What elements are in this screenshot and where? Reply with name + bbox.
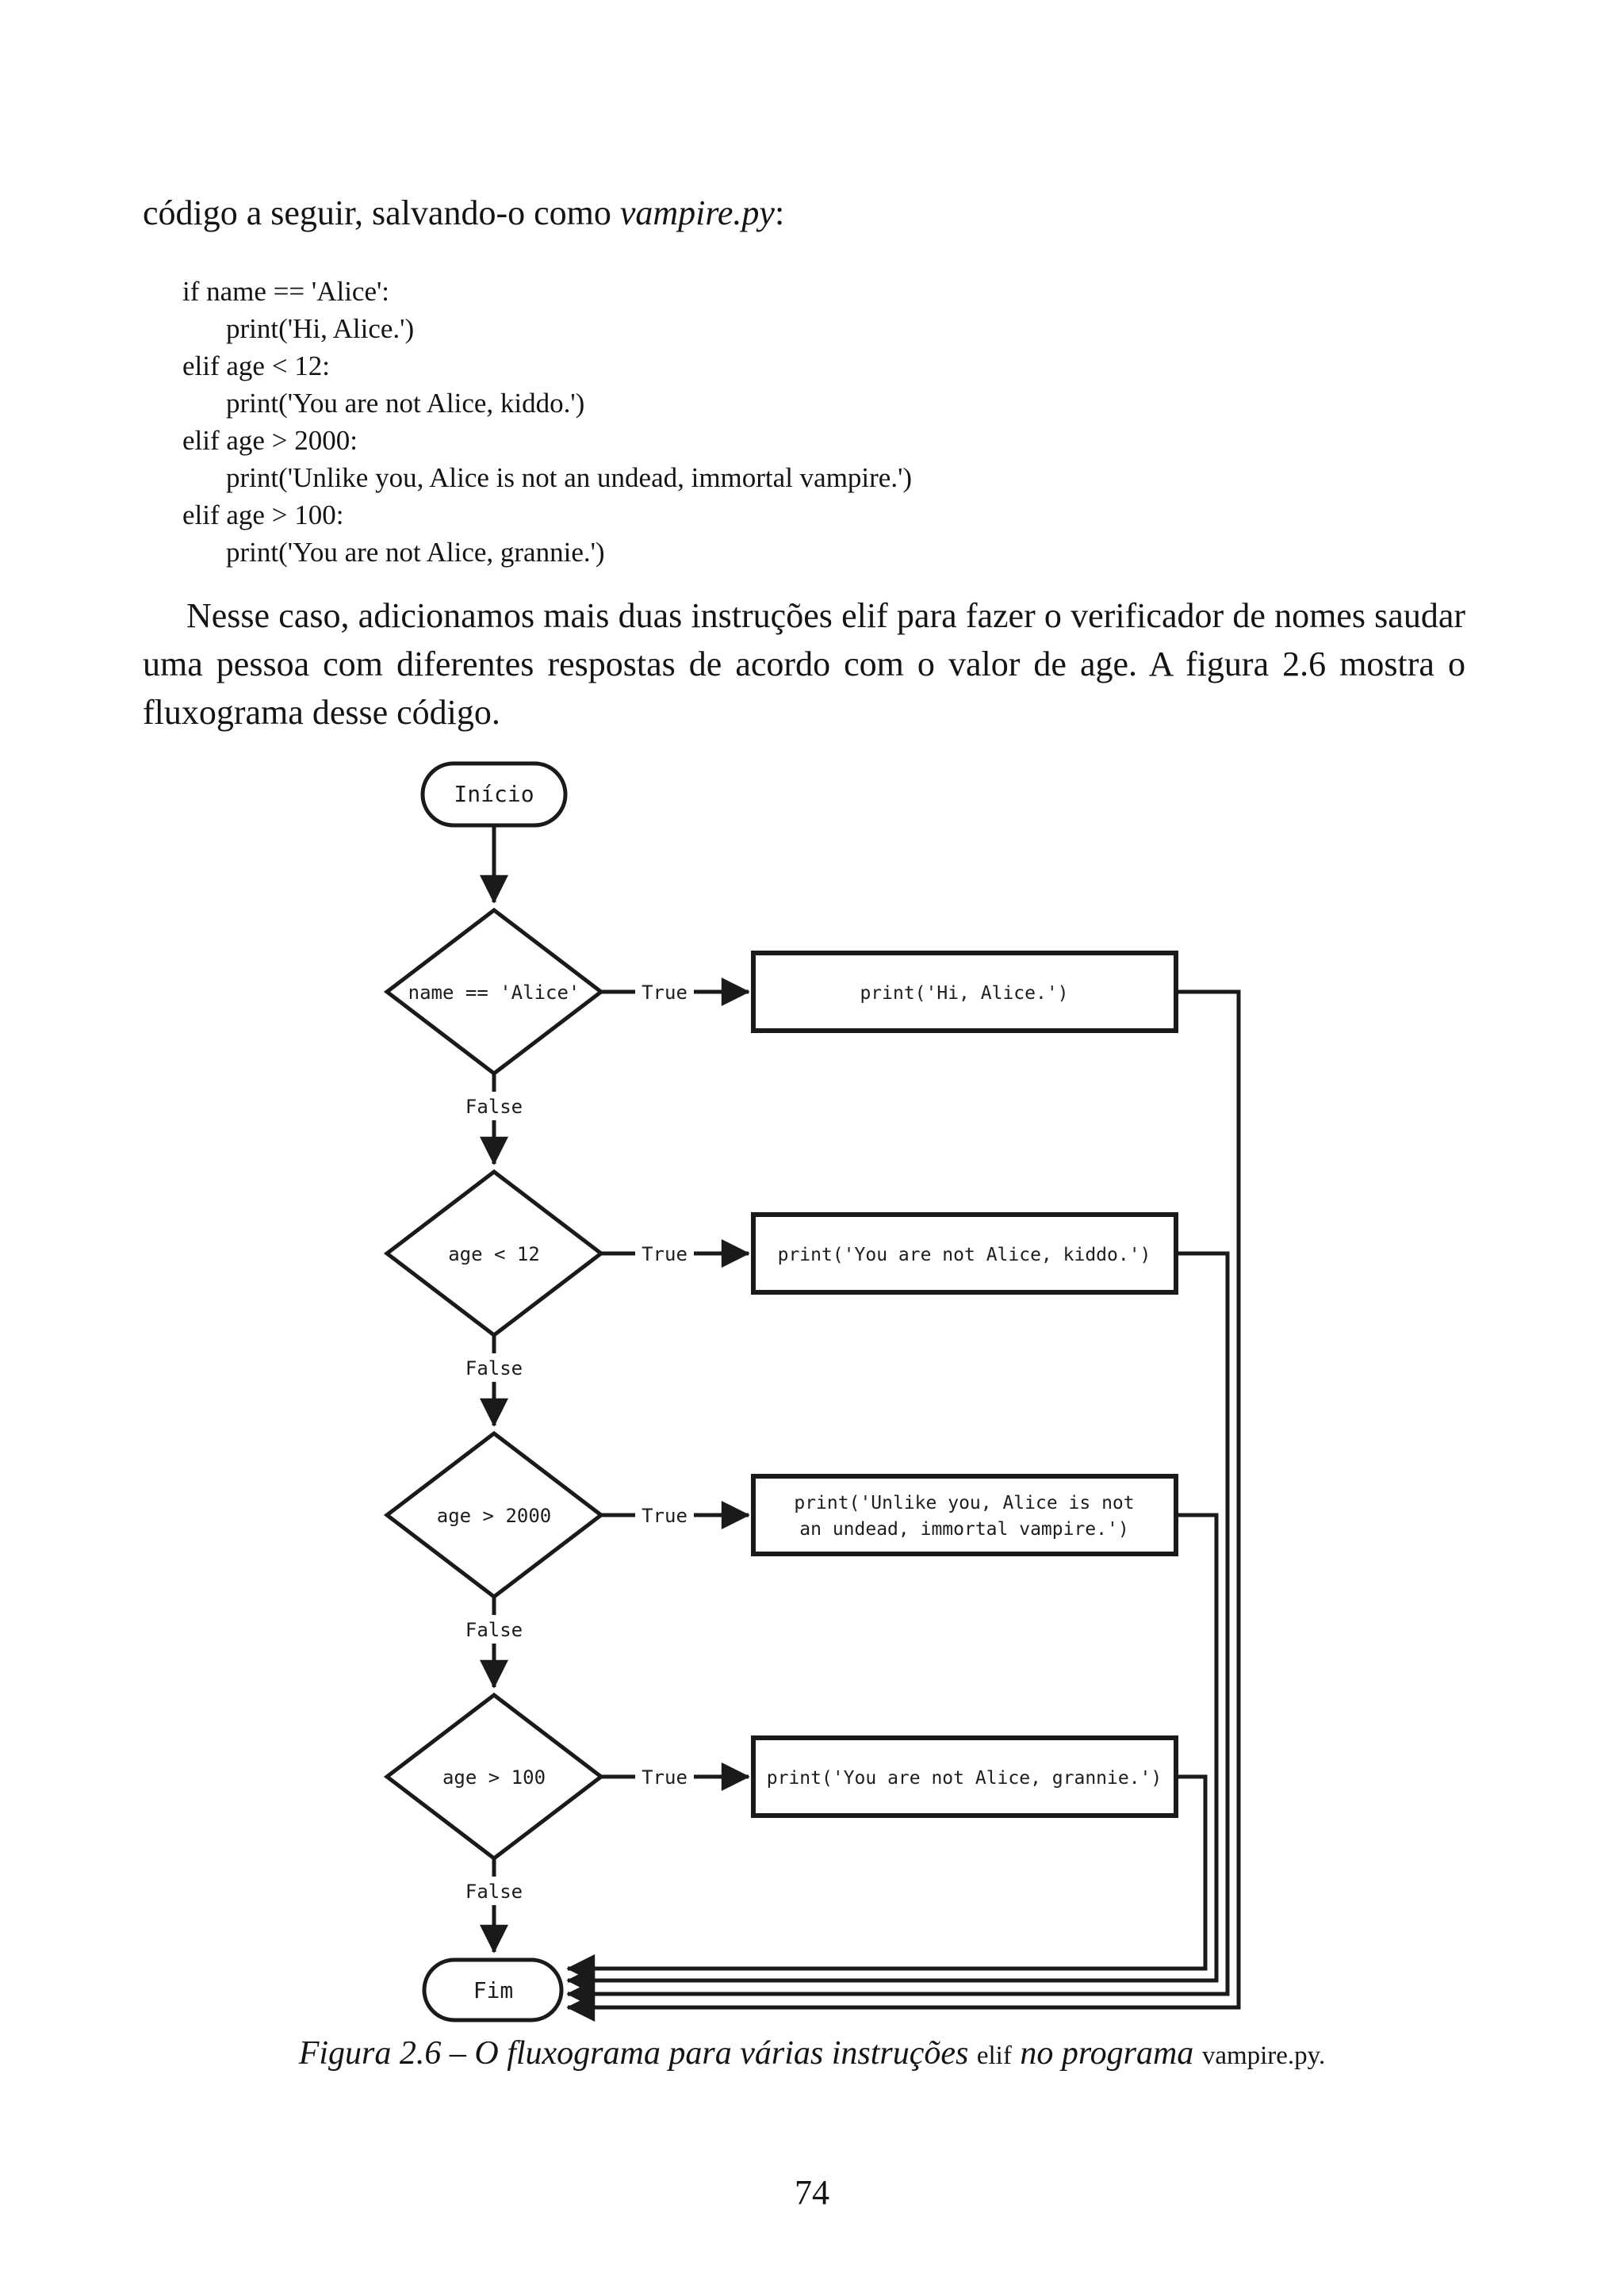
true-label-mask xyxy=(635,978,694,1006)
code-line: print('Hi, Alice.') xyxy=(226,313,415,344)
paragraph-text: para fazer o verificador de nomes saudar… xyxy=(143,596,1465,683)
code-line: print('You are not Alice, grannie.') xyxy=(226,537,605,568)
false-label-2: False xyxy=(465,1357,523,1380)
return-connector-2 xyxy=(566,1251,1230,2008)
false-label-mask xyxy=(462,1353,527,1382)
action-label-1: print('Hi, Alice.') xyxy=(860,983,1068,1004)
action-label-4: print('You are not Alice, grannie.') xyxy=(767,1768,1162,1789)
true-label-3: True xyxy=(642,1505,688,1527)
code-line: print('You are not Alice, kiddo.') xyxy=(226,388,585,419)
caption-text: no programa xyxy=(1011,2035,1202,2072)
intro-colon: : xyxy=(774,193,785,232)
true-label-2: True xyxy=(642,1243,688,1265)
decision-label-4: age > 100 xyxy=(442,1766,546,1789)
inline-code-age: age xyxy=(1079,645,1129,683)
action-label-3-line2: an undead, immortal vampire.') xyxy=(799,1519,1128,1540)
caption-text: Figura 2.6 – O fluxograma para várias in… xyxy=(298,2035,977,2072)
return-connector-1 xyxy=(566,989,1241,2022)
code-line: elif age < 12: xyxy=(182,350,330,381)
action-box-3 xyxy=(751,1474,1178,1556)
false-label-4: False xyxy=(465,1881,523,1903)
caption-code-filename: vampire.py. xyxy=(1201,2042,1326,2070)
false-label-3: False xyxy=(465,1619,523,1641)
intro-paragraph: código a seguir, salvando-o como vampire… xyxy=(143,190,1491,236)
paragraph-text: . A figura 2.6 mostra o fluxograma desse… xyxy=(143,645,1465,732)
intro-text: código a seguir, salvando-o como xyxy=(143,193,620,232)
code-line: print('Unlike you, Alice is not an undea… xyxy=(226,462,913,493)
filename-italic: vampire.py xyxy=(619,193,775,232)
start-label: Início xyxy=(454,781,534,807)
paragraph-text: Nesse caso, adicionamos mais duas instru… xyxy=(186,596,842,635)
caption-code-elif: elif xyxy=(976,2042,1012,2070)
decision-label-2: age < 12 xyxy=(448,1243,540,1265)
return-connector-4 xyxy=(566,1774,1208,1983)
true-label-mask xyxy=(635,1501,694,1529)
inline-code-elif: elif xyxy=(841,596,888,635)
code-line: if name == 'Alice': xyxy=(182,276,390,307)
true-label-4: True xyxy=(642,1766,688,1789)
true-label-mask xyxy=(635,1762,694,1791)
decision-label-1: name == 'Alice' xyxy=(408,982,580,1004)
true-label-mask xyxy=(635,1239,694,1268)
action-label-2: print('You are not Alice, kiddo.') xyxy=(778,1245,1151,1265)
false-label-mask xyxy=(462,1877,527,1905)
figure-caption: Figura 2.6 – O fluxograma para várias in… xyxy=(0,2034,1624,2072)
code-line: elif age > 100: xyxy=(182,499,344,530)
end-label: Fim xyxy=(473,1977,514,2003)
false-label-mask xyxy=(462,1092,527,1120)
code-block: if name == 'Alice': print('Hi, Alice.') … xyxy=(182,273,912,571)
action-box-2 xyxy=(751,1212,1178,1295)
false-label-mask xyxy=(462,1615,527,1644)
false-label-1: False xyxy=(465,1096,523,1118)
return-connector-3 xyxy=(566,1513,1219,1995)
end-node xyxy=(422,1957,564,2022)
action-label-3-line1: print('Unlike you, Alice is not xyxy=(794,1493,1134,1513)
action-box-4 xyxy=(751,1735,1178,1818)
decision-label-3: age > 2000 xyxy=(437,1505,552,1527)
page-number: 74 xyxy=(795,2173,829,2212)
code-line: elif age > 2000: xyxy=(182,425,358,456)
action-box-1 xyxy=(751,951,1178,1033)
body-paragraph: Nesse caso, adicionamos mais duas instru… xyxy=(143,591,1465,737)
true-label-1: True xyxy=(642,982,688,1004)
